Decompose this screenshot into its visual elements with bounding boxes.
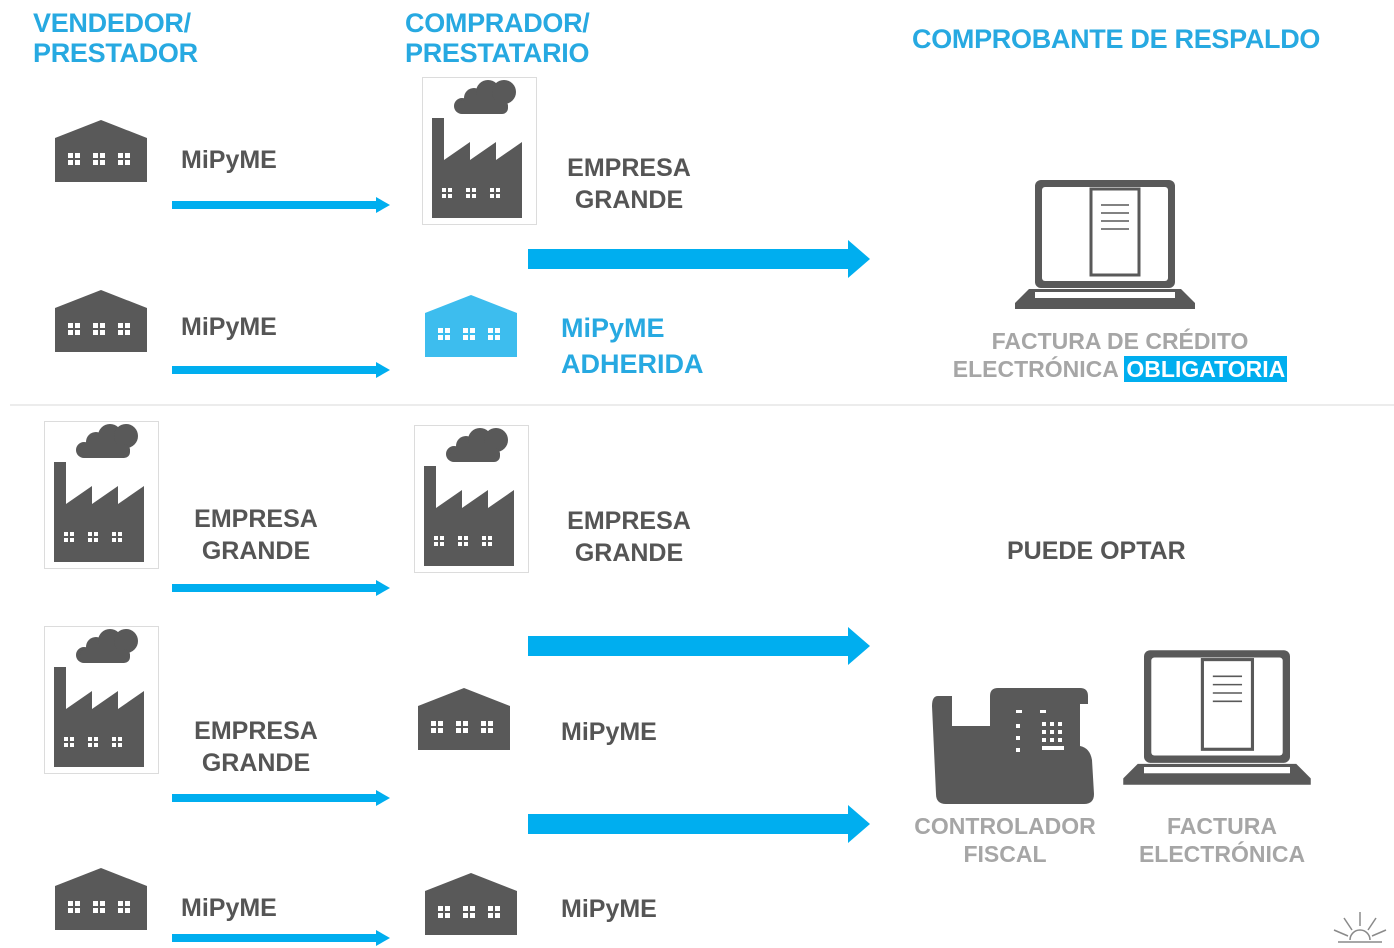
option-electronic-invoice: FACTURA ELECTRÓNICA — [1138, 813, 1306, 867]
factory-icon — [422, 78, 522, 218]
row3-arrow — [172, 580, 390, 596]
fiscal-printer-icon — [930, 686, 1100, 806]
voucher-column-header: COMPROBANTE DE RESPALDO — [912, 24, 1321, 54]
top-big-arrow — [528, 240, 870, 278]
bottom-big-arrow-1 — [528, 627, 870, 665]
row1-buyer-label: EMPRESA GRANDE — [567, 154, 691, 214]
factory-icon — [44, 422, 144, 562]
buyer-column-header: COMPRADOR/ PRESTATARIO — [405, 8, 590, 68]
obligatoria-highlight: OBLIGATORIA — [1124, 356, 1288, 382]
row4-arrow — [172, 790, 390, 806]
row1-arrow — [172, 197, 390, 213]
factory-icon — [414, 426, 514, 566]
seller-column-header: VENDEDOR/ PRESTADOR — [33, 8, 198, 68]
row5-buyer-label: MiPyME — [561, 895, 657, 923]
row4-seller-label: EMPRESA GRANDE — [194, 717, 318, 777]
section-divider — [10, 404, 1394, 406]
warehouse-icon — [425, 873, 517, 935]
warehouse-icon — [55, 290, 147, 352]
top-result-line2: ELECTRÓNICA — [952, 356, 1118, 382]
factory-icon — [44, 627, 144, 767]
row5-seller-label: MiPyME — [181, 894, 277, 922]
warehouse-icon — [55, 120, 147, 182]
row1-seller-label: MiPyME — [181, 146, 277, 174]
top-result-line2-wrap: ELECTRÓNICA OBLIGATORIA — [940, 355, 1300, 383]
row4-buyer-label: MiPyME — [561, 718, 657, 746]
bottom-big-arrow-2 — [528, 805, 870, 843]
row3-seller-label: EMPRESA GRANDE — [194, 505, 318, 565]
row2-buyer-label: MiPyME ADHERIDA — [561, 313, 704, 379]
warehouse-icon — [418, 688, 510, 750]
laptop-icon — [1015, 175, 1195, 315]
row5-arrow — [172, 930, 390, 946]
row2-seller-label: MiPyME — [181, 313, 277, 341]
bottom-result-title: PUEDE OPTAR — [1007, 537, 1186, 565]
warehouse-icon — [55, 868, 147, 930]
top-result-line1: FACTURA DE CRÉDITO — [991, 328, 1249, 354]
sun-emblem-icon — [1333, 912, 1387, 948]
option-fiscal-controller: CONTROLADOR FISCAL — [914, 813, 1096, 867]
row3-buyer-label: EMPRESA GRANDE — [567, 507, 691, 567]
row2-arrow — [172, 362, 390, 378]
laptop-icon — [1118, 645, 1316, 791]
warehouse-icon — [425, 295, 517, 357]
